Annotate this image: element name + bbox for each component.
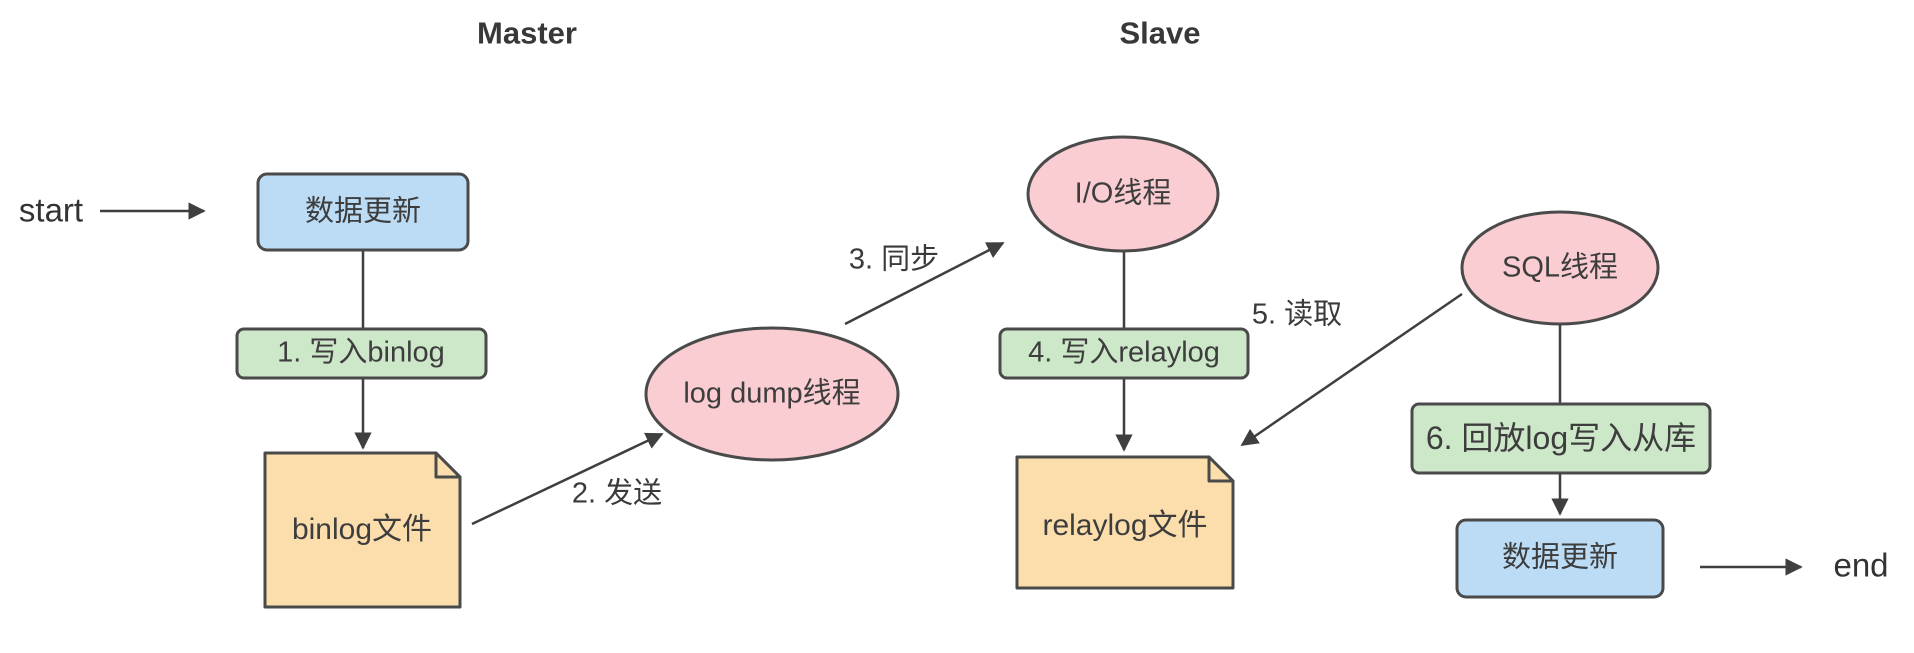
- start-label: start: [18, 191, 84, 229]
- relaylog-file-fold-corner-icon: [1207, 455, 1235, 483]
- relaylog-file-label: relaylog文件: [1042, 509, 1208, 542]
- node-write-relaylog: [998, 327, 1250, 380]
- end-label: end: [1833, 546, 1889, 584]
- node-io-thread: [1026, 135, 1220, 253]
- node-relaylog-file: [1015, 455, 1235, 590]
- binlog-file-label: binlog文件: [291, 513, 433, 546]
- node-write-binlog: [235, 327, 488, 380]
- edge-read-label: 5. 读取: [1251, 298, 1343, 331]
- edge-send-binlog-to-logdump: [471, 432, 664, 526]
- node-sql-thread: [1460, 210, 1660, 326]
- edge-read-sql-to-relaylog-file: [1240, 292, 1463, 447]
- sql-thread-label: SQL线程: [1501, 251, 1619, 284]
- node-replay-log: [1410, 402, 1712, 475]
- write-relaylog-label: 4. 写入relaylog: [1028, 336, 1220, 369]
- node-log-dump-thread: [644, 326, 900, 462]
- data-update-master-label: 数据更新: [304, 195, 422, 228]
- binlog-file-fold-corner-icon: [434, 451, 462, 479]
- edge-sync-logdump-to-io: [844, 241, 1005, 326]
- node-data-update-master: [256, 172, 470, 252]
- write-binlog-label: 1. 写入binlog: [277, 336, 445, 369]
- log-dump-thread-label: log dump线程: [683, 377, 861, 410]
- edge-send-label: 2. 发送: [571, 477, 663, 510]
- data-update-slave-label: 数据更新: [1501, 541, 1619, 574]
- node-binlog-file: [263, 451, 462, 609]
- edge-sync-label: 3. 同步: [848, 243, 940, 276]
- master-section-title: Master: [477, 15, 577, 51]
- node-data-update-slave: [1455, 518, 1665, 599]
- slave-section-title: Slave: [1119, 15, 1201, 51]
- io-thread-label: I/O线程: [1074, 177, 1172, 210]
- replay-log-label: 6. 回放log写入从库: [1425, 420, 1697, 456]
